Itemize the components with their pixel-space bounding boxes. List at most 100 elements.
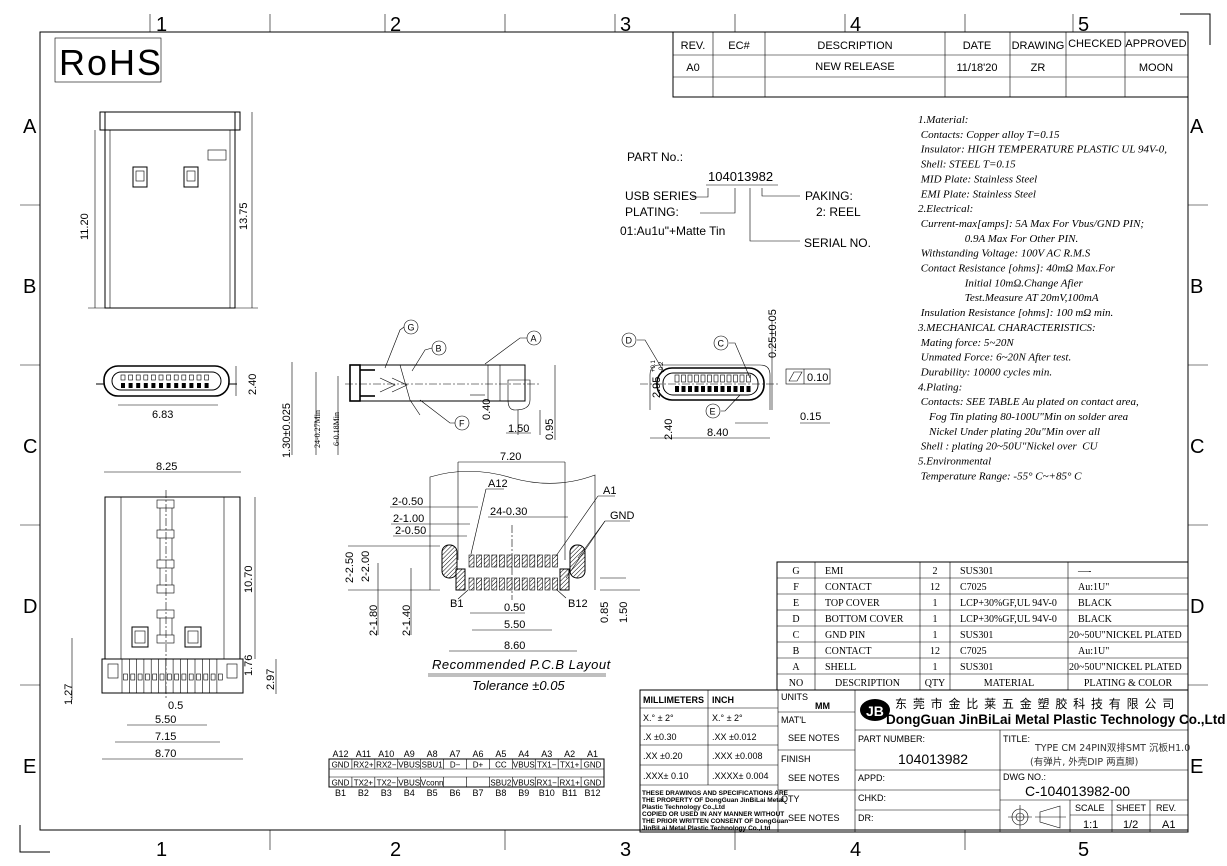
- contact: [713, 374, 719, 383]
- copyright-line-5: THE PRIOR WRITTEN CONSENT OF DongGuan: [642, 818, 788, 825]
- bom-cell: F: [793, 582, 799, 593]
- balloon-b: B: [436, 344, 442, 354]
- note-line: Contacts: Copper alloy T=0.15: [918, 129, 1060, 141]
- part-no-plating-label: PLATING:: [625, 205, 679, 219]
- zone-4-bottom: 4: [850, 839, 861, 861]
- pin-signal-bottom: Vconn: [421, 779, 444, 788]
- contact: [707, 386, 712, 392]
- scale-value: 1:1: [1083, 819, 1098, 831]
- pin-label-top: A1: [587, 749, 598, 759]
- zone-d-right: D: [1190, 596, 1204, 618]
- ground-tab: [156, 499, 175, 509]
- note-line: Mating force: 5~20N: [918, 337, 1014, 349]
- pin-signal-bottom: GND: [584, 779, 602, 788]
- contact: [174, 383, 179, 388]
- contact: [720, 374, 725, 383]
- contact: [128, 374, 133, 381]
- pcb-dim-2-1-80: 2-1.80: [368, 605, 380, 636]
- bom-cell: C: [793, 630, 800, 641]
- balloon-e: E: [710, 407, 716, 417]
- pcb-tolerance: Tolerance ±0.05: [472, 678, 565, 693]
- contact: [739, 374, 745, 383]
- contact: [204, 383, 209, 388]
- solder-pad: [188, 673, 194, 681]
- rev-header-ec: EC#: [728, 40, 750, 52]
- rev-header-description: DESCRIPTION: [817, 40, 892, 52]
- note-line: Shell: STEEL T=0.15: [918, 159, 1016, 171]
- note-line: Durability: 10000 cycles min.: [918, 366, 1052, 378]
- dim-bottom-7-15: 7.15: [155, 731, 176, 743]
- bom-cell: 1: [933, 630, 938, 641]
- note-line: 0.9A Max For Other PIN.: [918, 233, 1078, 245]
- finish-label: FINISH: [781, 754, 811, 764]
- pin-signal-top: CC: [495, 761, 507, 770]
- pin-signal-top: TX1−: [537, 761, 557, 770]
- note-line: 3.MECHANICAL CHARACTERISTICS:: [917, 322, 1096, 334]
- balloon-f: F: [459, 419, 465, 429]
- contact: [158, 374, 164, 381]
- contact: [674, 374, 680, 383]
- dim-bottom-1-76: 1.76: [243, 655, 255, 676]
- title-line-1: TYPE CM 24PIN双排SMT 沉板H1.0: [1034, 742, 1190, 754]
- solder-pad: [130, 673, 136, 681]
- pin-label-bottom: B4: [404, 788, 415, 798]
- contact: [687, 374, 693, 383]
- contact: [135, 374, 141, 381]
- rev-header-checked: CHECKED: [1068, 38, 1122, 50]
- pin-label-top: A4: [518, 749, 529, 759]
- zone-e-right: E: [1190, 756, 1203, 778]
- contact: [189, 374, 194, 381]
- qty-value: SEE NOTES: [788, 813, 840, 823]
- balloon-a: A: [531, 334, 537, 344]
- pcb-pad-top: [514, 554, 520, 568]
- bom-cell: 20~50U"NICKEL PLATED: [1069, 662, 1182, 673]
- bom-cell: 20~50U"NICKEL PLATED: [1069, 630, 1182, 641]
- dim-end-8-40: 8.40: [707, 427, 728, 439]
- solder-pad: [181, 673, 187, 681]
- pin-signal-top: RX2+: [353, 761, 374, 770]
- contact: [166, 374, 171, 381]
- pcb-pad-bottom: [544, 577, 551, 591]
- contact: [173, 374, 179, 381]
- pcb-dim-2-2-50: 2-2.50: [344, 552, 356, 583]
- balloon-g: G: [408, 323, 415, 333]
- svg-text:JB: JB: [866, 703, 884, 719]
- dim-side-0-40: 0.40: [481, 399, 493, 420]
- pcb-dim-2-0-50-a: 2-0.50: [392, 496, 423, 508]
- title-block: MILLIMETERS INCH X.° ± 2° X.° ± 2° .X ±0…: [639, 689, 1226, 833]
- pcb-label-gnd: GND: [610, 510, 635, 522]
- bom-cell: CONTACT: [825, 646, 871, 657]
- dim-top-11-20: 11.20: [79, 213, 91, 240]
- note-line: Contacts: SEE TABLE Au plated on contact…: [918, 396, 1139, 408]
- dim-end-0-25: 0.25±0.05: [767, 309, 779, 358]
- bom-cell: 2: [933, 566, 938, 577]
- pcb-pad-bottom: [506, 577, 513, 591]
- bom-header: DESCRIPTION: [835, 678, 900, 689]
- note-line: Temperature Range: -55° C~+85° C: [918, 470, 1082, 482]
- pcb-pad-top: [468, 554, 475, 568]
- contact: [197, 383, 201, 388]
- zone-3-bottom: 3: [620, 839, 631, 861]
- part-number-label: PART NUMBER:: [858, 734, 925, 744]
- dwg-no-value: C-104013982-00: [1025, 783, 1130, 799]
- units-value: MM: [815, 701, 830, 711]
- pcb-dim-24-0-30: 24-0.30: [490, 506, 527, 518]
- front-view: 6.83 2.40: [96, 365, 259, 421]
- top-view: 11.20 13.75: [79, 111, 258, 309]
- third-angle-projection-icon: [1008, 805, 1066, 829]
- zone-2-bottom: 2: [390, 839, 401, 861]
- pcb-pad-bottom: [483, 577, 490, 591]
- dim-bottom-8-25: 8.25: [156, 461, 177, 473]
- zone-c-right: C: [1190, 436, 1204, 458]
- copyright-line-3: Plastic Technology Co.,Ltd: [642, 804, 725, 811]
- copyright-line-1: THESE DRAWINGS AND SPECIFICATIONS ARE: [642, 790, 789, 797]
- contact: [675, 386, 679, 392]
- pcb-pad-bottom: [476, 577, 482, 591]
- zone-5-bottom: 5: [1078, 839, 1089, 861]
- zone-e-left: E: [23, 756, 36, 778]
- dim-bottom-1-27: 1.27: [63, 684, 75, 705]
- solder-pad: [196, 673, 201, 681]
- company-logo: JB: [860, 699, 890, 721]
- rev-cell-description: NEW RELEASE: [815, 61, 894, 73]
